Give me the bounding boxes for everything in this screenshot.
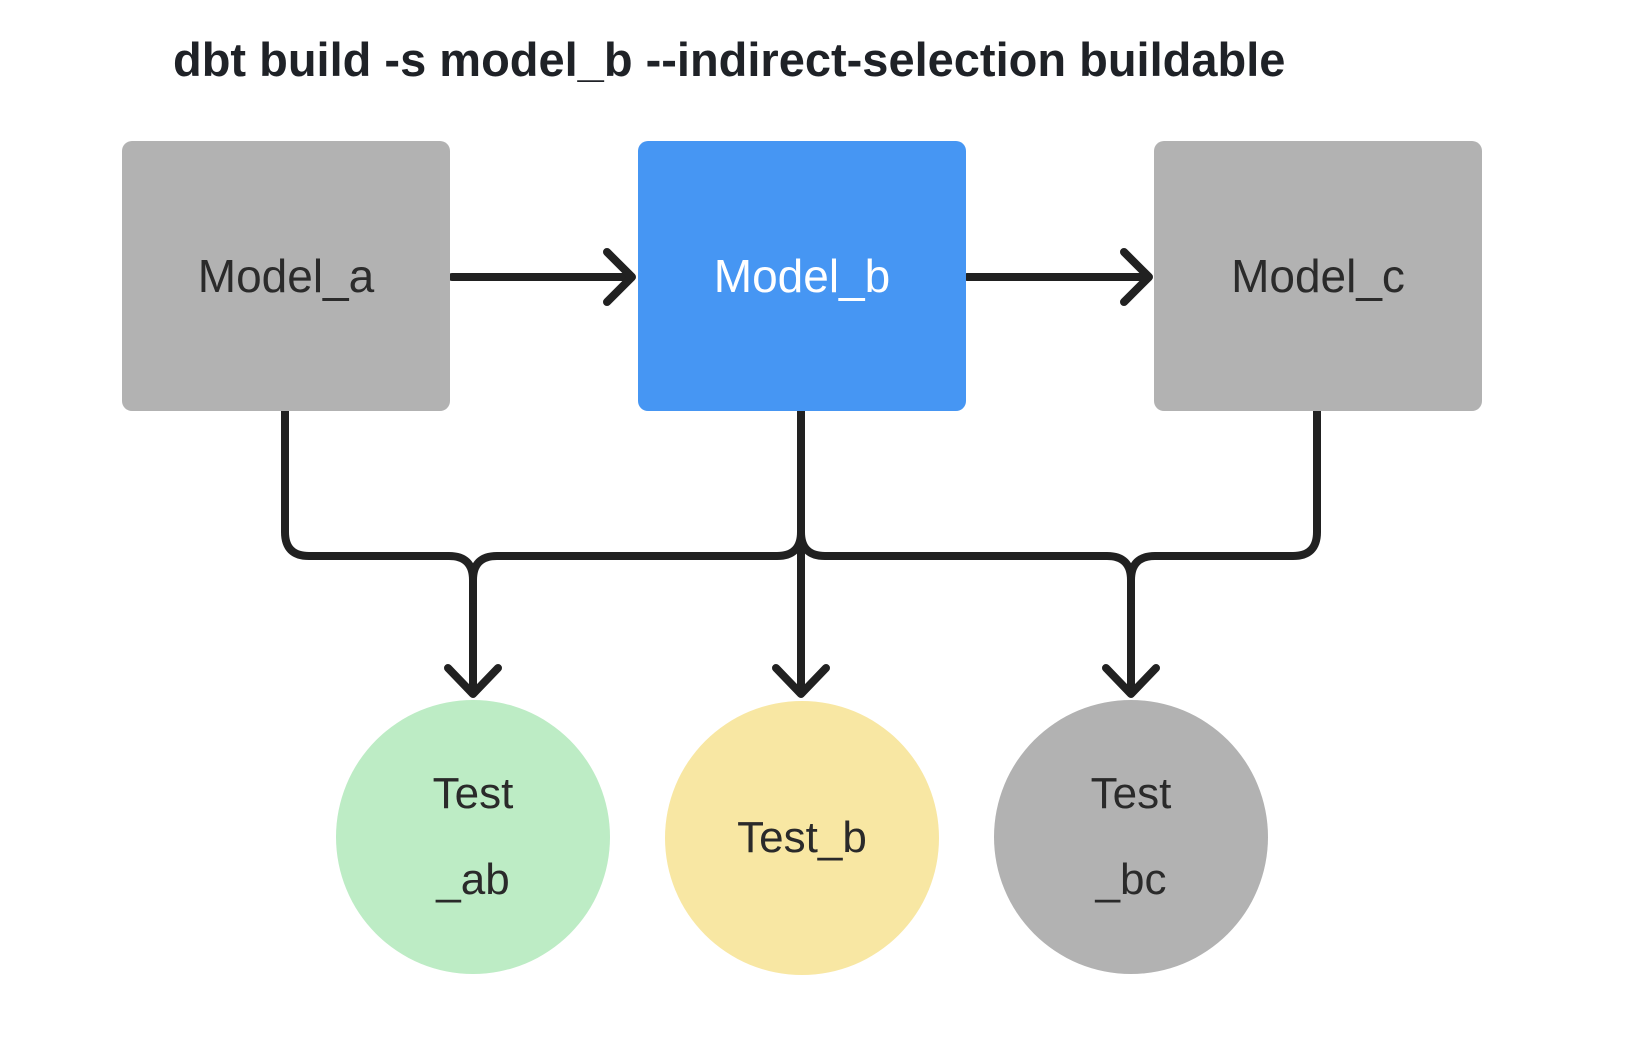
arrowhead-model-c-icon <box>1120 248 1153 306</box>
node-model-b: Model_b <box>638 141 966 411</box>
arrowhead-model-b-icon <box>603 248 636 306</box>
node-model-c-label: Model_c <box>1231 250 1405 302</box>
node-test-b: Test_b <box>665 701 939 975</box>
node-model-a: Model_a <box>122 141 450 411</box>
edge-model-c-to-test-bc <box>1127 407 1321 604</box>
node-test-bc-label-line2: _bc <box>1095 855 1167 904</box>
node-test-bc: Test _bc <box>994 700 1268 974</box>
edge-model-b-to-test-bc <box>797 407 1135 694</box>
arrowhead-test-ab-icon <box>444 664 502 698</box>
node-model-a-label: Model_a <box>197 250 375 302</box>
node-test-b-label-line1: Test_b <box>737 813 867 862</box>
node-model-c: Model_c <box>1154 141 1482 411</box>
node-test-ab-label-line2: _ab <box>436 855 510 904</box>
node-model-b-label: Model_b <box>713 250 891 302</box>
edge-model-a-to-test-ab <box>281 407 477 694</box>
arrowhead-test-bc-icon <box>1102 664 1160 698</box>
node-test-ab: Test _ab <box>336 700 610 974</box>
node-test-ab-label-line1: Test <box>432 769 514 818</box>
arrowhead-test-b-icon <box>772 664 830 698</box>
diagram-title: dbt build -s model_b --indirect-selectio… <box>173 33 1286 86</box>
node-test-bc-label-line1: Test <box>1090 769 1172 818</box>
edge-model-b-to-test-ab <box>469 407 805 604</box>
